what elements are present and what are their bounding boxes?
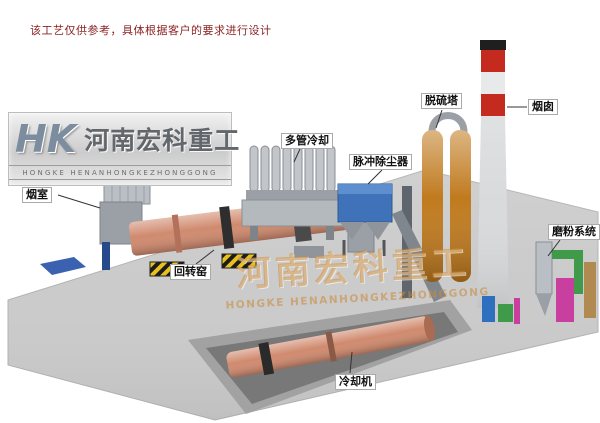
- logo-company-name: 河南宏科重工: [84, 126, 241, 155]
- logo-monogram: HK: [15, 117, 77, 161]
- label-rotary-kiln: 回转窑: [170, 264, 211, 280]
- cooling-machine-graphic: [226, 315, 435, 378]
- pulse-dust-collector-graphic: [337, 183, 393, 256]
- multi-tube-cooler-graphic: [241, 145, 345, 240]
- desulfurization-towers-graphic: [422, 112, 471, 282]
- company-logo: HK 河南宏科重工 HONGKE HENANHONGKEZHONGGONG: [8, 112, 239, 186]
- label-multi-tube-cooler: 多管冷却: [281, 133, 333, 149]
- chimney-graphic: [477, 40, 509, 308]
- label-smoke-chamber: 烟室: [22, 187, 52, 203]
- label-cooling-machine: 冷却机: [335, 374, 376, 390]
- label-pulse-dust-collector: 脉冲除尘器: [349, 154, 412, 170]
- logo-row: HK 河南宏科重工: [9, 113, 239, 163]
- label-leader-lines: [57, 106, 561, 374]
- disclaimer-text: 该工艺仅供参考，具体根据客户的要求进行设计: [30, 24, 272, 37]
- label-chimney: 烟囱: [528, 99, 558, 115]
- label-grinding-system: 磨粉系统: [548, 224, 600, 240]
- grinding-system-graphic: [482, 241, 596, 324]
- logo-company-name-en: HONGKE HENANHONGKEZHONGGONG: [9, 165, 231, 180]
- label-desulfurization-tower: 脱硫塔: [421, 93, 462, 109]
